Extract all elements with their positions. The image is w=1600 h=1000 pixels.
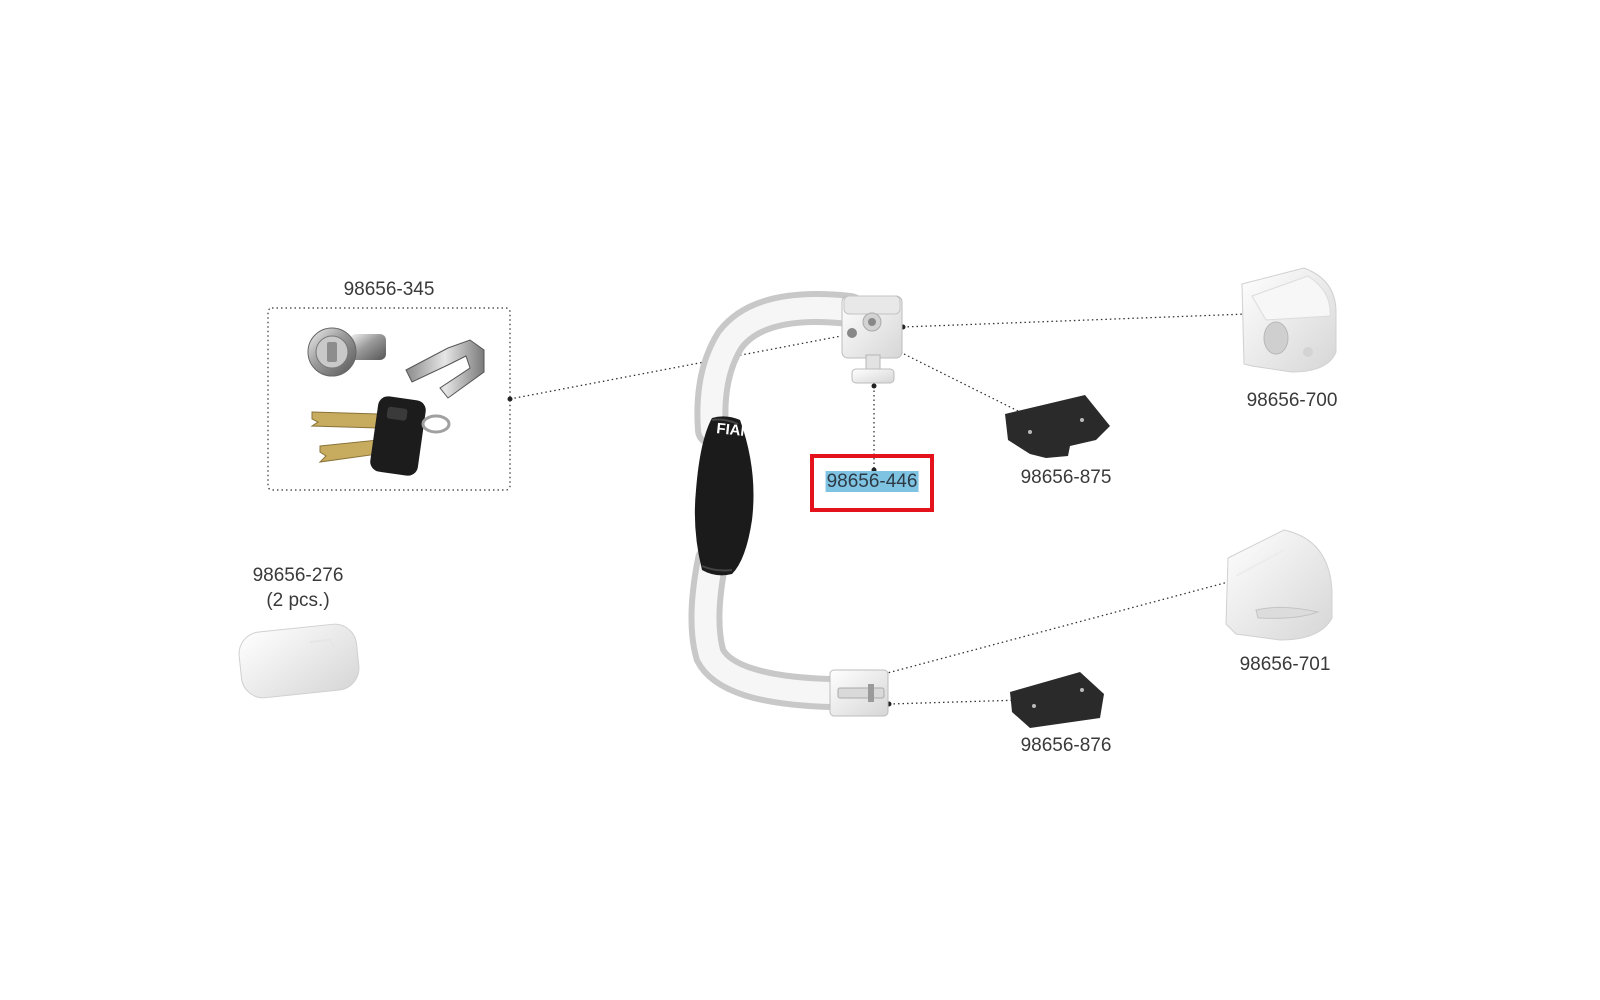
part-label-98656-345[interactable]: 98656-345 <box>343 279 435 300</box>
part-label-98656-875[interactable]: 98656-875 <box>1020 467 1112 488</box>
handle-grip <box>694 416 754 576</box>
lower-pad <box>1010 672 1104 728</box>
grip-brand-text: FIAMMA <box>716 420 778 443</box>
leader-upper-pad <box>899 351 1023 414</box>
hotspot-lower-bracket[interactable] <box>1222 526 1336 644</box>
part-label-98656-276[interactable]: 98656-276 <box>252 565 344 586</box>
hotspot-upper-pad[interactable] <box>1002 392 1114 462</box>
lock-cylinder <box>307 327 386 377</box>
selected-part-frame <box>810 454 934 512</box>
hotspot-knob[interactable] <box>848 352 898 388</box>
leader-lines <box>509 313 1248 705</box>
lock-clip <box>405 339 485 399</box>
hotspot-lower-pad[interactable] <box>1008 668 1108 732</box>
selected-part-highlight: 98656-446 <box>825 471 919 492</box>
lock-keys <box>310 396 451 476</box>
part-qty-98656-276: (2 pcs.) <box>266 590 330 611</box>
lower-mount-block <box>829 669 889 717</box>
part-label-98656-446[interactable]: 98656-446 <box>825 470 919 494</box>
knob-part <box>851 354 895 384</box>
hotspot-end-cap[interactable] <box>236 620 362 700</box>
end-cap <box>238 623 360 699</box>
part-label-98656-876[interactable]: 98656-876 <box>1020 735 1112 756</box>
hotspot-lock-kit[interactable] <box>268 308 510 490</box>
upper-pad <box>1005 395 1110 458</box>
handle-assembly: FIAMMA <box>688 291 903 717</box>
leader-upper-bracket <box>902 313 1248 328</box>
hotspot-upper-bracket[interactable] <box>1238 262 1340 376</box>
lower-bracket <box>1225 529 1333 641</box>
part-label-98656-701[interactable]: 98656-701 <box>1239 654 1331 675</box>
leader-lower-bracket <box>879 580 1233 676</box>
upper-bracket <box>1241 267 1337 373</box>
part-label-98656-700[interactable]: 98656-700 <box>1246 390 1338 411</box>
upper-mount-block <box>841 295 903 359</box>
leader-lock-kit <box>509 332 858 400</box>
lock-kit-frame <box>267 307 511 491</box>
leader-lower-pad <box>888 699 1023 705</box>
